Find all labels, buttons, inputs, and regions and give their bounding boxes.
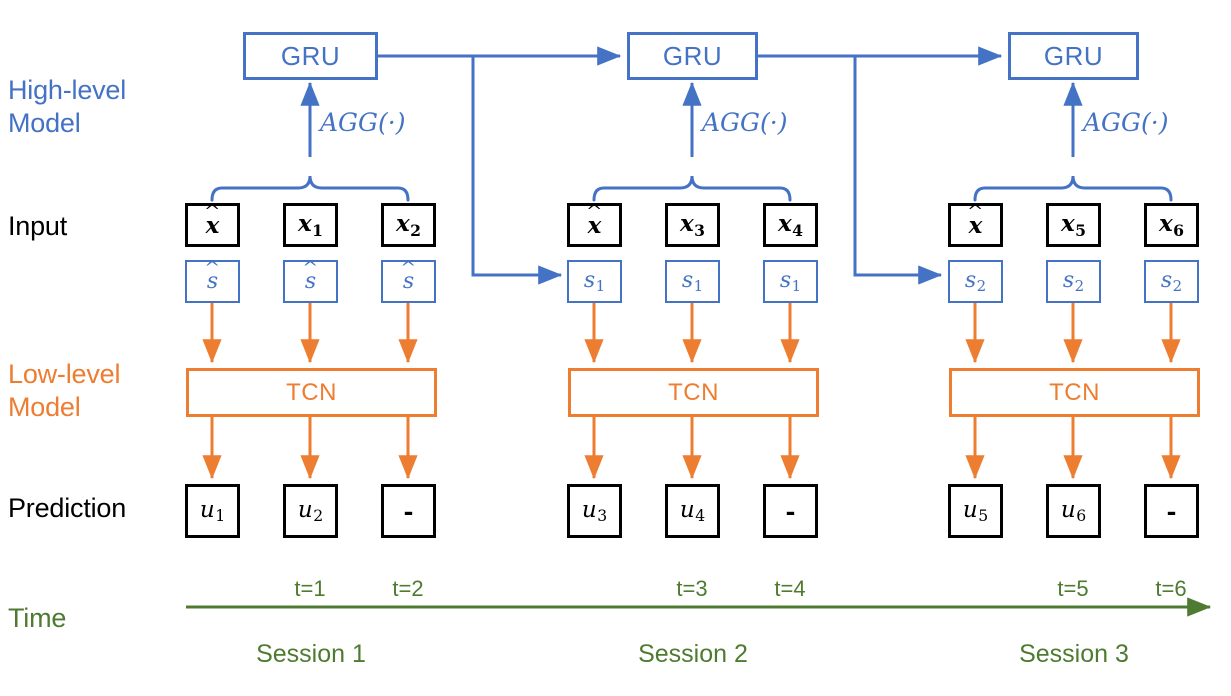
session-caption-3: Session 3 [1019, 640, 1129, 668]
time-tick-t5: t=5 [1057, 576, 1089, 601]
state-s-cell-s1c1[interactable]: ^s [185, 257, 240, 303]
math-x-hat: ^x [203, 199, 221, 239]
math-s-hat: ^s [204, 257, 221, 294]
prediction-cell-s1c1[interactable]: u1 [185, 484, 240, 538]
row-label-high-level-model: High-level Model [8, 75, 127, 138]
gru2-to-s2-arrow [853, 57, 943, 285]
state-s-cell-s2c2[interactable]: s1 [665, 260, 720, 303]
math-u: u1 [199, 496, 226, 526]
tcn-box-session-2[interactable]: TCN [568, 368, 819, 417]
input-x-cell-s3c1[interactable]: ^x [948, 199, 1003, 247]
prediction-cell-s3c3[interactable]: - [1144, 484, 1199, 538]
math-u: u3 [581, 496, 608, 526]
time-tick-t1: t=1 [294, 576, 326, 601]
agg-label-session-3: AGG(·) [1083, 108, 1169, 137]
time-tick-t4: t=4 [774, 576, 806, 601]
math-x: x4 [777, 210, 804, 240]
math-x: x1 [297, 210, 324, 240]
math-s: s1 [583, 267, 606, 296]
brace-session-1 [210, 175, 410, 202]
row-label-time: Time [8, 603, 67, 633]
state-s-cell-s2c1[interactable]: s1 [567, 260, 622, 303]
state-s-cell-s3c2[interactable]: s2 [1046, 260, 1101, 303]
row-label-low-level-model: Low-level Model [8, 359, 121, 422]
math-x-hat: ^x [585, 199, 603, 239]
brace-session-3 [973, 175, 1173, 202]
gru-box-session-2[interactable]: GRU [627, 32, 758, 80]
gru-chain-connectors [378, 46, 1003, 285]
math-s: s2 [964, 267, 987, 296]
math-x-hat: ^x [966, 199, 984, 239]
math-x: x5 [1060, 210, 1087, 240]
prediction-cell-s2c3[interactable]: - [763, 484, 818, 538]
gru-box-session-3[interactable]: GRU [1008, 32, 1139, 80]
prediction-cell-s2c1[interactable]: u3 [567, 484, 622, 538]
state-s-cell-s3c1[interactable]: s2 [948, 260, 1003, 303]
math-s: s1 [779, 267, 802, 296]
math-s: s1 [681, 267, 704, 296]
row-label-input: Input [8, 211, 68, 241]
state-s-cell-s1c3[interactable]: ^s [381, 257, 436, 303]
math-s: s2 [1062, 267, 1085, 296]
input-x-cell-s1c3[interactable]: x2 [381, 203, 436, 247]
state-s-cell-s3c3[interactable]: s2 [1144, 260, 1199, 303]
state-s-cell-s1c2[interactable]: ^s [283, 257, 338, 303]
agg-label-session-2: AGG(·) [702, 108, 788, 137]
gru1-to-s1-arrow [471, 57, 563, 285]
placeholder-dash: - [1166, 496, 1177, 526]
session-caption-1: Session 1 [256, 640, 366, 668]
tcn-box-session-3[interactable]: TCN [949, 368, 1200, 417]
agg-arrows [300, 81, 1083, 157]
row-label-prediction: Prediction [8, 493, 127, 523]
placeholder-dash: - [785, 496, 796, 526]
math-x: x3 [679, 210, 706, 240]
math-x: x2 [395, 210, 422, 240]
aggregation-braces [210, 175, 1173, 202]
input-x-cell-s1c2[interactable]: x1 [283, 203, 338, 247]
input-x-cell-s3c2[interactable]: x5 [1046, 203, 1101, 247]
time-tick-t2: t=2 [392, 576, 424, 601]
time-tick-t6: t=6 [1155, 576, 1187, 601]
agg-label-session-1: AGG(·) [320, 108, 406, 137]
prediction-cell-s1c3[interactable]: - [381, 484, 436, 538]
tcn-to-prediction-arrows [202, 417, 1181, 480]
brace-session-2 [592, 175, 792, 202]
session-caption-2: Session 2 [638, 640, 748, 668]
math-u: u6 [1060, 496, 1087, 526]
prediction-cell-s1c2[interactable]: u2 [283, 484, 338, 538]
prediction-cell-s2c2[interactable]: u4 [665, 484, 720, 538]
input-x-cell-s2c2[interactable]: x3 [665, 203, 720, 247]
state-s-cell-s2c3[interactable]: s1 [763, 260, 818, 303]
input-x-cell-s1c1[interactable]: ^x [185, 199, 240, 247]
input-x-cell-s2c1[interactable]: ^x [567, 199, 622, 247]
time-tick-t3: t=3 [676, 576, 708, 601]
math-x: x6 [1158, 210, 1185, 240]
input-x-cell-s3c3[interactable]: x6 [1144, 203, 1199, 247]
math-s-hat: ^s [400, 257, 417, 294]
placeholder-dash: - [403, 496, 414, 526]
math-s: s2 [1160, 267, 1183, 296]
prediction-cell-s3c2[interactable]: u6 [1046, 484, 1101, 538]
math-s-hat: ^s [302, 257, 319, 294]
math-u: u5 [962, 496, 989, 526]
input-x-cell-s2c3[interactable]: x4 [763, 203, 818, 247]
tcn-box-session-1[interactable]: TCN [186, 368, 437, 417]
math-u: u4 [679, 496, 706, 526]
math-u: u2 [297, 496, 324, 526]
prediction-cell-s3c1[interactable]: u5 [948, 484, 1003, 538]
input-to-tcn-arrows [202, 303, 1181, 364]
gru-box-session-1[interactable]: GRU [243, 32, 378, 80]
